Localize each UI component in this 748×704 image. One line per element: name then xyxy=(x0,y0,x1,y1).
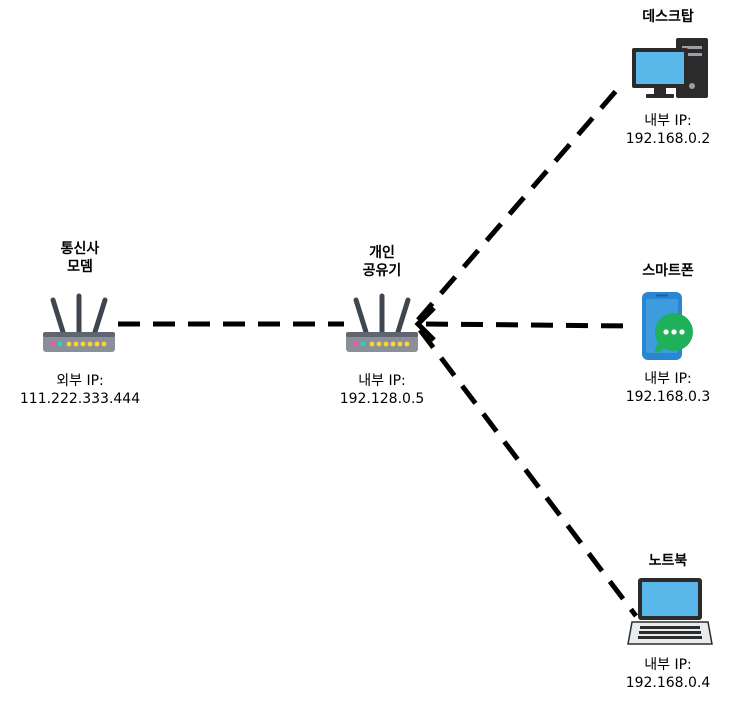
laptop-icon xyxy=(627,578,713,645)
router-top xyxy=(43,332,115,337)
connections xyxy=(118,82,638,618)
led-teal xyxy=(360,341,366,347)
phone-speaker xyxy=(656,294,668,297)
modem-ip-value: 111.222.333.444 xyxy=(19,391,141,407)
laptop-ip-value: 192.168.0.4 xyxy=(625,675,711,691)
led-yellow xyxy=(390,341,396,347)
led-yellow xyxy=(73,341,79,347)
link-router-laptop xyxy=(418,328,638,618)
modem-title-line1: 통신사 xyxy=(60,241,100,257)
modem-ip-label: 외부 IP: xyxy=(56,373,104,389)
router-ip-label: 내부 IP: xyxy=(358,373,406,389)
led-yellow xyxy=(383,341,389,347)
tower-power xyxy=(689,83,695,89)
router-title-line2: 공유기 xyxy=(362,263,402,279)
tower-slot xyxy=(682,46,702,49)
tower-slot xyxy=(682,53,702,56)
smartphone-title: 스마트폰 xyxy=(642,263,694,279)
monitor-screen xyxy=(636,52,684,84)
router-ip-value: 192.128.0.5 xyxy=(339,391,425,407)
smartphone-ip-label: 내부 IP: xyxy=(644,371,692,387)
smartphone-ip-value: 192.168.0.3 xyxy=(625,389,711,405)
modem-ip-block: 외부 IP: 111.222.333.444 xyxy=(0,372,160,408)
arrowhead-into-router xyxy=(414,306,436,342)
router-icon xyxy=(346,293,418,352)
desktop-title: 데스크탑 xyxy=(642,9,694,25)
router-icon xyxy=(43,293,115,352)
led-pink xyxy=(353,341,359,347)
link-router-smartphone xyxy=(425,321,633,329)
led-yellow xyxy=(87,341,93,347)
laptop-title: 노트북 xyxy=(648,553,688,569)
modem-title: 통신사 모뎀 xyxy=(30,240,130,276)
modem-title-line2: 모뎀 xyxy=(67,259,93,275)
router-title: 개인 공유기 xyxy=(332,244,432,280)
led-yellow xyxy=(369,341,375,347)
led-yellow xyxy=(94,341,100,347)
antenna-left xyxy=(353,297,369,335)
laptop-ip-block: 내부 IP: 192.168.0.4 xyxy=(608,656,728,692)
led-yellow xyxy=(101,341,107,347)
antenna-left xyxy=(50,297,66,335)
led-yellow xyxy=(404,341,410,347)
led-yellow xyxy=(80,341,86,347)
laptop-ip-label: 내부 IP: xyxy=(644,657,692,673)
chat-bubble-tail xyxy=(654,342,668,354)
led-yellow xyxy=(397,341,403,347)
link-router-desktop xyxy=(416,82,624,322)
smartphone-ip-block: 내부 IP: 192.168.0.3 xyxy=(608,370,728,406)
led-teal xyxy=(57,341,63,347)
router-top xyxy=(346,332,418,337)
desktop-ip-block: 내부 IP: 192.168.0.2 xyxy=(608,112,728,148)
router-title-line1: 개인 xyxy=(369,245,395,261)
monitor-foot xyxy=(646,94,674,98)
antenna-right xyxy=(92,297,108,335)
monitor-neck xyxy=(654,88,666,94)
router-ip-block: 내부 IP: 192.128.0.5 xyxy=(322,372,442,408)
desktop-ip-label: 내부 IP: xyxy=(644,113,692,129)
desktop-ip-value: 192.168.0.2 xyxy=(625,131,711,147)
led-yellow xyxy=(376,341,382,347)
laptop-screen xyxy=(642,582,698,616)
chat-dot xyxy=(679,329,685,335)
chat-dot xyxy=(671,329,677,335)
laptop-keyboard xyxy=(638,626,702,639)
antenna-right xyxy=(395,297,411,335)
chat-dot xyxy=(663,329,669,335)
smartphone-chat-icon xyxy=(642,292,693,360)
led-yellow xyxy=(66,341,72,347)
led-pink xyxy=(50,341,56,347)
desktop-computer-icon xyxy=(632,38,708,98)
